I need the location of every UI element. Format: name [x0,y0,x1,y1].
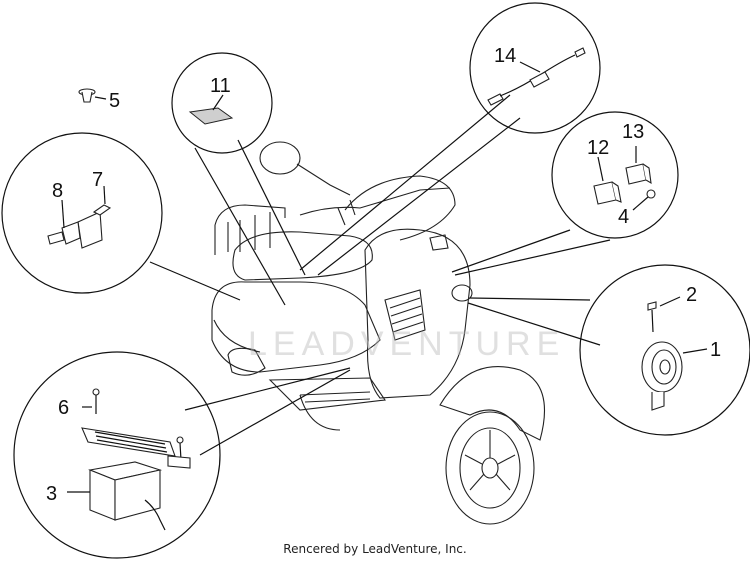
part-clip [78,88,107,103]
scooter-illustration [211,141,546,525]
callout-circle-14 [469,2,601,134]
callout-4: 4 [618,206,629,228]
callout-7: 7 [92,169,103,191]
part-battery-regulator [67,388,191,531]
part-relays [593,146,656,211]
callout-2: 2 [686,284,697,306]
part-label-sticker [188,94,234,125]
callout-circle-11 [171,52,273,154]
callout-circle-12-13 [551,111,679,239]
callout-circle-7-8 [1,132,163,294]
callout-circle-1-2 [579,264,750,436]
callout-1: 1 [710,339,721,361]
callout-6: 6 [58,397,69,419]
callout-11: 11 [210,75,231,97]
callout-3: 3 [46,483,57,505]
part-wiring-cable [487,47,586,106]
footer-credit: Rencered by LeadVenture, Inc. [283,542,467,556]
callout-8: 8 [52,180,63,202]
leader-lines [149,94,611,456]
callout-12: 12 [587,137,609,159]
callout-5: 5 [109,90,120,112]
part-switch-bracket [47,185,112,249]
callout-13: 13 [622,121,644,143]
callout-circle-3-6 [13,351,221,559]
callout-14: 14 [494,45,516,67]
part-horn [641,296,708,411]
watermark-text: LEADVENTURE [248,325,565,363]
